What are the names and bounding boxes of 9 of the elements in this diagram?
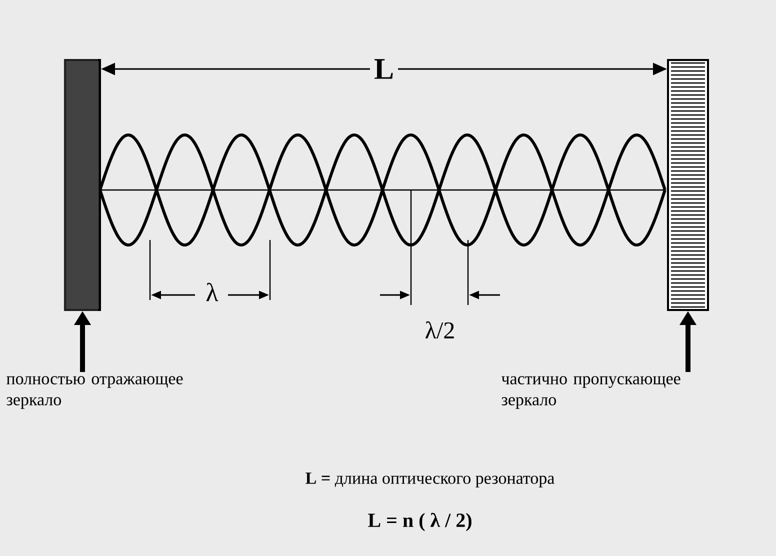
definition-text: L = длина оптического резонатора <box>306 472 554 488</box>
caption-text: частично пропускающее зеркало <box>501 376 680 409</box>
dimension-label: λ/2 <box>425 321 454 339</box>
dimension-label: λ <box>206 282 218 302</box>
mirror <box>667 59 709 311</box>
edge-label: L <box>370 55 398 83</box>
caption-text: полностью отражающее зеркало <box>6 376 183 409</box>
mirror <box>64 58 101 312</box>
formula-text: L = n ( λ / 2) <box>368 512 472 532</box>
